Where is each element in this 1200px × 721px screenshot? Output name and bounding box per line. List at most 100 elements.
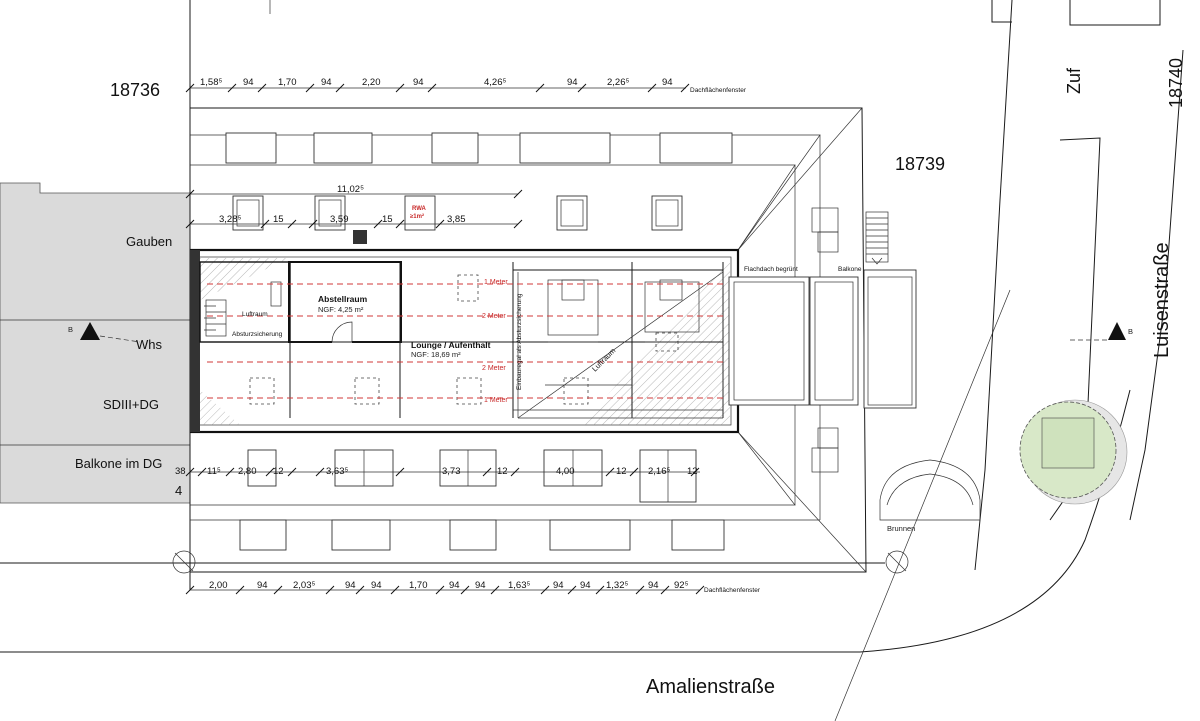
label-balkone: Balkone: [838, 266, 862, 273]
dim-bottom-13: 92⁵: [674, 580, 689, 591]
label-rwa-area: ≥1m²: [410, 213, 424, 220]
dimension-tick: [265, 467, 275, 477]
dim-bottom-1: 94: [257, 580, 268, 591]
dimension-tick: [315, 467, 325, 477]
meter-mark-bottom-2: 2 Meter: [482, 365, 506, 372]
dim-top-5: 94: [413, 77, 424, 88]
dimension-tick: [335, 83, 345, 93]
dimension-tick: [427, 83, 437, 93]
column-sw: [172, 550, 196, 574]
label-balkone-im-dg: Balkone im DG: [75, 456, 162, 471]
column-se: [885, 550, 909, 574]
dimension-tick: [680, 83, 690, 93]
dimension-tick: [695, 585, 705, 595]
dim-bottom-2: 2,03⁵: [293, 580, 315, 591]
east-extension: [728, 269, 917, 409]
dim-bottom-11: 1,32⁵: [606, 580, 628, 591]
dim-lower-4: 3,63⁵: [326, 466, 348, 477]
dimension-lines: [185, 83, 705, 595]
dim-top-0: 1,58⁵: [200, 77, 222, 88]
dimension-tick: [390, 585, 400, 595]
dim-bottom-6: 94: [449, 580, 460, 591]
dimension-tick: [260, 219, 270, 229]
label-einbauregal: Einbauregal als Absturzsicherung: [516, 293, 523, 390]
meter-mark-top-1: 1 Meter: [484, 279, 508, 286]
dimension-tick: [305, 83, 315, 93]
dormers-south: [247, 449, 697, 503]
room-name-abstellraum: Abstellraum: [318, 294, 368, 304]
dim-top-1: 94: [243, 77, 254, 88]
room-area-abstellraum: NGF: 4,25 m²: [318, 305, 364, 314]
dimension-tick: [540, 585, 550, 595]
roof-window-row-top: [225, 132, 733, 551]
dimension-tick: [660, 585, 670, 595]
dim-top-9: 94: [662, 77, 673, 88]
dim-lower-5: 3,73: [442, 466, 461, 477]
dim-lower-1: 11⁵: [207, 466, 221, 477]
meter-mark-bottom-1: 1 Meter: [484, 397, 508, 404]
dimension-tick: [235, 585, 245, 595]
dim-lower-0: 38: [175, 466, 186, 477]
dimension-tick: [355, 585, 365, 595]
dimension-tick: [227, 83, 237, 93]
dim-lower-10: 12: [687, 466, 698, 477]
dimension-tick: [690, 467, 700, 477]
dimension-tick: [605, 467, 615, 477]
dimension-tick: [595, 585, 605, 595]
dimension-chain-lower: 38 11⁵ 2,80 12 3,63⁵ 3,73 12 4,00 12 2,1…: [175, 466, 698, 477]
section-mark-left: [80, 322, 141, 343]
dim-lower-2: 2,80: [238, 466, 257, 477]
dimension-tick: [185, 219, 195, 229]
dim-bottom-4: 94: [371, 580, 382, 591]
dim-upper-d: 15: [382, 214, 393, 225]
label-gauben: Gauben: [126, 234, 172, 249]
dimension-tick: [395, 467, 405, 477]
dimension-tick: [567, 585, 577, 595]
label-whs: Whs: [136, 337, 163, 352]
dim-top-note: Dachflächenfenster: [690, 87, 747, 94]
dim-lower-6: 12: [497, 466, 508, 477]
dimension-tick: [225, 467, 235, 477]
dim-bottom-7: 94: [475, 580, 486, 591]
dimension-tick: [197, 467, 207, 477]
dim-lower-7: 4,00: [556, 466, 575, 477]
dimension-tick: [185, 467, 195, 477]
dimension-tick: [482, 467, 492, 477]
dimension-tick: [647, 83, 657, 93]
dimension-tick: [577, 83, 587, 93]
dim-bottom-8: 1,63⁵: [508, 580, 530, 591]
dimension-tick: [635, 585, 645, 595]
dimension-tick: [257, 83, 267, 93]
dimension-tick: [435, 219, 445, 229]
room-area-lounge: NGF: 18,69 m²: [411, 350, 461, 359]
dimension-tick: [460, 585, 470, 595]
dimension-tick: [185, 585, 195, 595]
dim-top-4: 2,20: [362, 77, 381, 88]
dim-top-2: 1,70: [278, 77, 297, 88]
dimension-tick: [513, 189, 523, 199]
label-absturzsicherung: Absturzsicherung: [232, 331, 283, 338]
parcel-number-18736: 18736: [110, 80, 160, 100]
dimension-tick: [185, 83, 195, 93]
dimension-tick: [513, 219, 523, 229]
dimension-tick: [373, 219, 383, 229]
dim-bottom-5: 1,70: [409, 580, 428, 591]
dimension-tick: [490, 585, 500, 595]
dimension-tick: [308, 219, 318, 229]
dim-top-6: 4,26⁵: [484, 77, 506, 88]
dim-upper-c: 3,59: [330, 214, 349, 225]
dim-bottom-note: Dachflächenfenster: [704, 587, 761, 594]
dim-lower-8: 12: [616, 466, 627, 477]
dimension-tick: [435, 585, 445, 595]
dim-bottom-12: 94: [648, 580, 659, 591]
dim-lower-3: 12: [273, 466, 284, 477]
attic-floor: [189, 248, 740, 434]
dim-top-8: 2,26⁵: [607, 77, 629, 88]
meter-mark-top-2: 2 Meter: [482, 313, 506, 320]
dim-upper-a: 3,28⁵: [219, 214, 241, 225]
dim-upper-total: 11,02⁵: [337, 184, 364, 195]
dim-upper-b: 15: [273, 214, 284, 225]
label-four: 4: [175, 483, 182, 498]
dimension-tick: [287, 219, 297, 229]
